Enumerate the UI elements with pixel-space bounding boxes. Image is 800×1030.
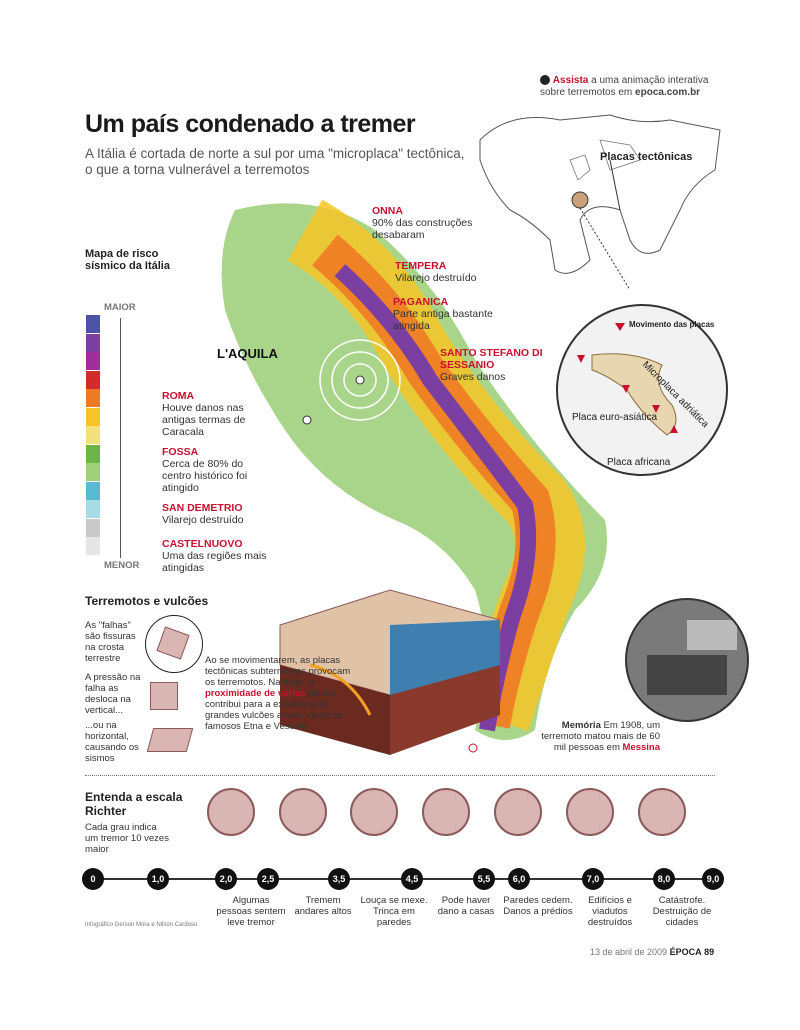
page-subtitle: A Itália é cortada de norte a sul por um…	[85, 146, 465, 177]
richter-effect-icon	[494, 788, 542, 836]
vertical-fault-icon	[150, 682, 178, 710]
richter-value: 9,0	[702, 868, 724, 890]
crust-block	[279, 589, 500, 755]
richter-effect-label: Tremem andares altos	[294, 895, 352, 917]
richter-value: 3,5	[328, 868, 350, 890]
italy-risk-map: L'AQUILA	[217, 199, 607, 753]
richter-effect-label: Louça se mexe. Trinca em paredes	[360, 895, 428, 928]
section-divider	[85, 775, 715, 776]
placas-label: Placas tectônicas	[600, 151, 692, 163]
richter-effect-icon	[350, 788, 398, 836]
richter-title: Entenda a escala Richter	[85, 790, 183, 818]
richter-effect-label: Catástrofe. Destruição de cidades	[652, 895, 712, 928]
play-icon	[540, 75, 550, 86]
risk-swatch	[86, 352, 100, 370]
legend-max: MAIOR	[104, 302, 136, 313]
risk-swatch	[86, 407, 100, 426]
credit: Infográfico Gerson Mora e Nilson Cardoso	[85, 922, 198, 928]
risk-swatch	[86, 481, 100, 500]
vertical-text: A pressão na falha as desloca na vertica…	[85, 672, 141, 716]
richter-effect-label: Pode haver dano a casas	[437, 895, 495, 917]
richter-effect-icon	[279, 788, 327, 836]
richter-value: 4,5	[401, 868, 423, 890]
assista-site[interactable]: epoca.com.br	[635, 87, 701, 98]
richter-value: 6,0	[508, 868, 530, 890]
richter-value: 2,0	[215, 868, 237, 890]
assista-link[interactable]: Assista	[552, 75, 589, 86]
fault-zoom-icon	[145, 615, 203, 673]
risk-swatch	[86, 426, 100, 444]
assista-text: a uma animação interativa sobre terremot…	[540, 75, 709, 98]
page-title: Um país condenado a tremer	[85, 110, 416, 138]
messina-photo	[625, 598, 749, 722]
richter-effect-icon	[422, 788, 470, 836]
richter-value: 7,0	[582, 868, 604, 890]
memoria-caption: Memória Em 1908, um terremoto matou mais…	[541, 720, 660, 753]
plates-inset: Movimento das placas Microplaca adriátic…	[556, 304, 728, 476]
risk-swatch	[86, 389, 100, 407]
risk-swatch	[86, 370, 100, 389]
footer: 13 de abril de 2009 ÉPOCA 89	[590, 947, 715, 957]
risk-legend-title: Mapa de risco sísmico da Itália	[85, 248, 170, 272]
richter-effect-label: Algumas pessoas sentem leve tremor	[216, 895, 286, 928]
richter-value: 5,5	[473, 868, 495, 890]
euroasiatica-label: Placa euro-asiática	[572, 412, 657, 423]
richter-effect-icon	[207, 788, 255, 836]
richter-value: 0	[82, 868, 104, 890]
inset-legend: Movimento das placas	[629, 320, 715, 329]
risk-swatch	[86, 444, 100, 463]
richter-effect-label: Paredes cedem. Danos a prédios	[503, 895, 573, 917]
africana-label: Placa africana	[607, 457, 671, 468]
risk-swatch	[86, 463, 100, 481]
world-map: Placas tectônicas	[479, 114, 721, 290]
risk-swatch	[86, 500, 100, 518]
legend-axis	[120, 318, 121, 558]
risk-swatch	[86, 518, 100, 537]
risk-swatch	[86, 333, 100, 352]
legend-min: MENOR	[104, 560, 140, 571]
epicenter-label: L'AQUILA	[217, 346, 278, 361]
richter-value: 1,0	[147, 868, 169, 890]
interactive-note: Assista a uma animação interativa sobre …	[540, 75, 730, 99]
quakes-text: Ao se movimentarem, as placas tectônicas…	[205, 655, 351, 732]
richter-value: 8,0	[653, 868, 675, 890]
quakes-title: Terremotos e vulcões	[85, 594, 209, 608]
richter-effect-icon	[566, 788, 614, 836]
richter-effect-icon	[638, 788, 686, 836]
falhas-text: As "falhas" são fissuras na crosta terre…	[85, 620, 136, 664]
risk-swatch	[86, 315, 100, 333]
risk-swatch	[86, 537, 100, 555]
horizontal-fault-icon	[146, 728, 194, 752]
richter-value: 2,5	[257, 868, 279, 890]
richter-desc: Cada grau indica um tremor 10 vezes maio…	[85, 822, 169, 855]
richter-effect-label: Edifícios e viadutos destruídos	[587, 895, 633, 928]
horizontal-text: ...ou na horizontal, causando os sismos	[85, 720, 139, 764]
